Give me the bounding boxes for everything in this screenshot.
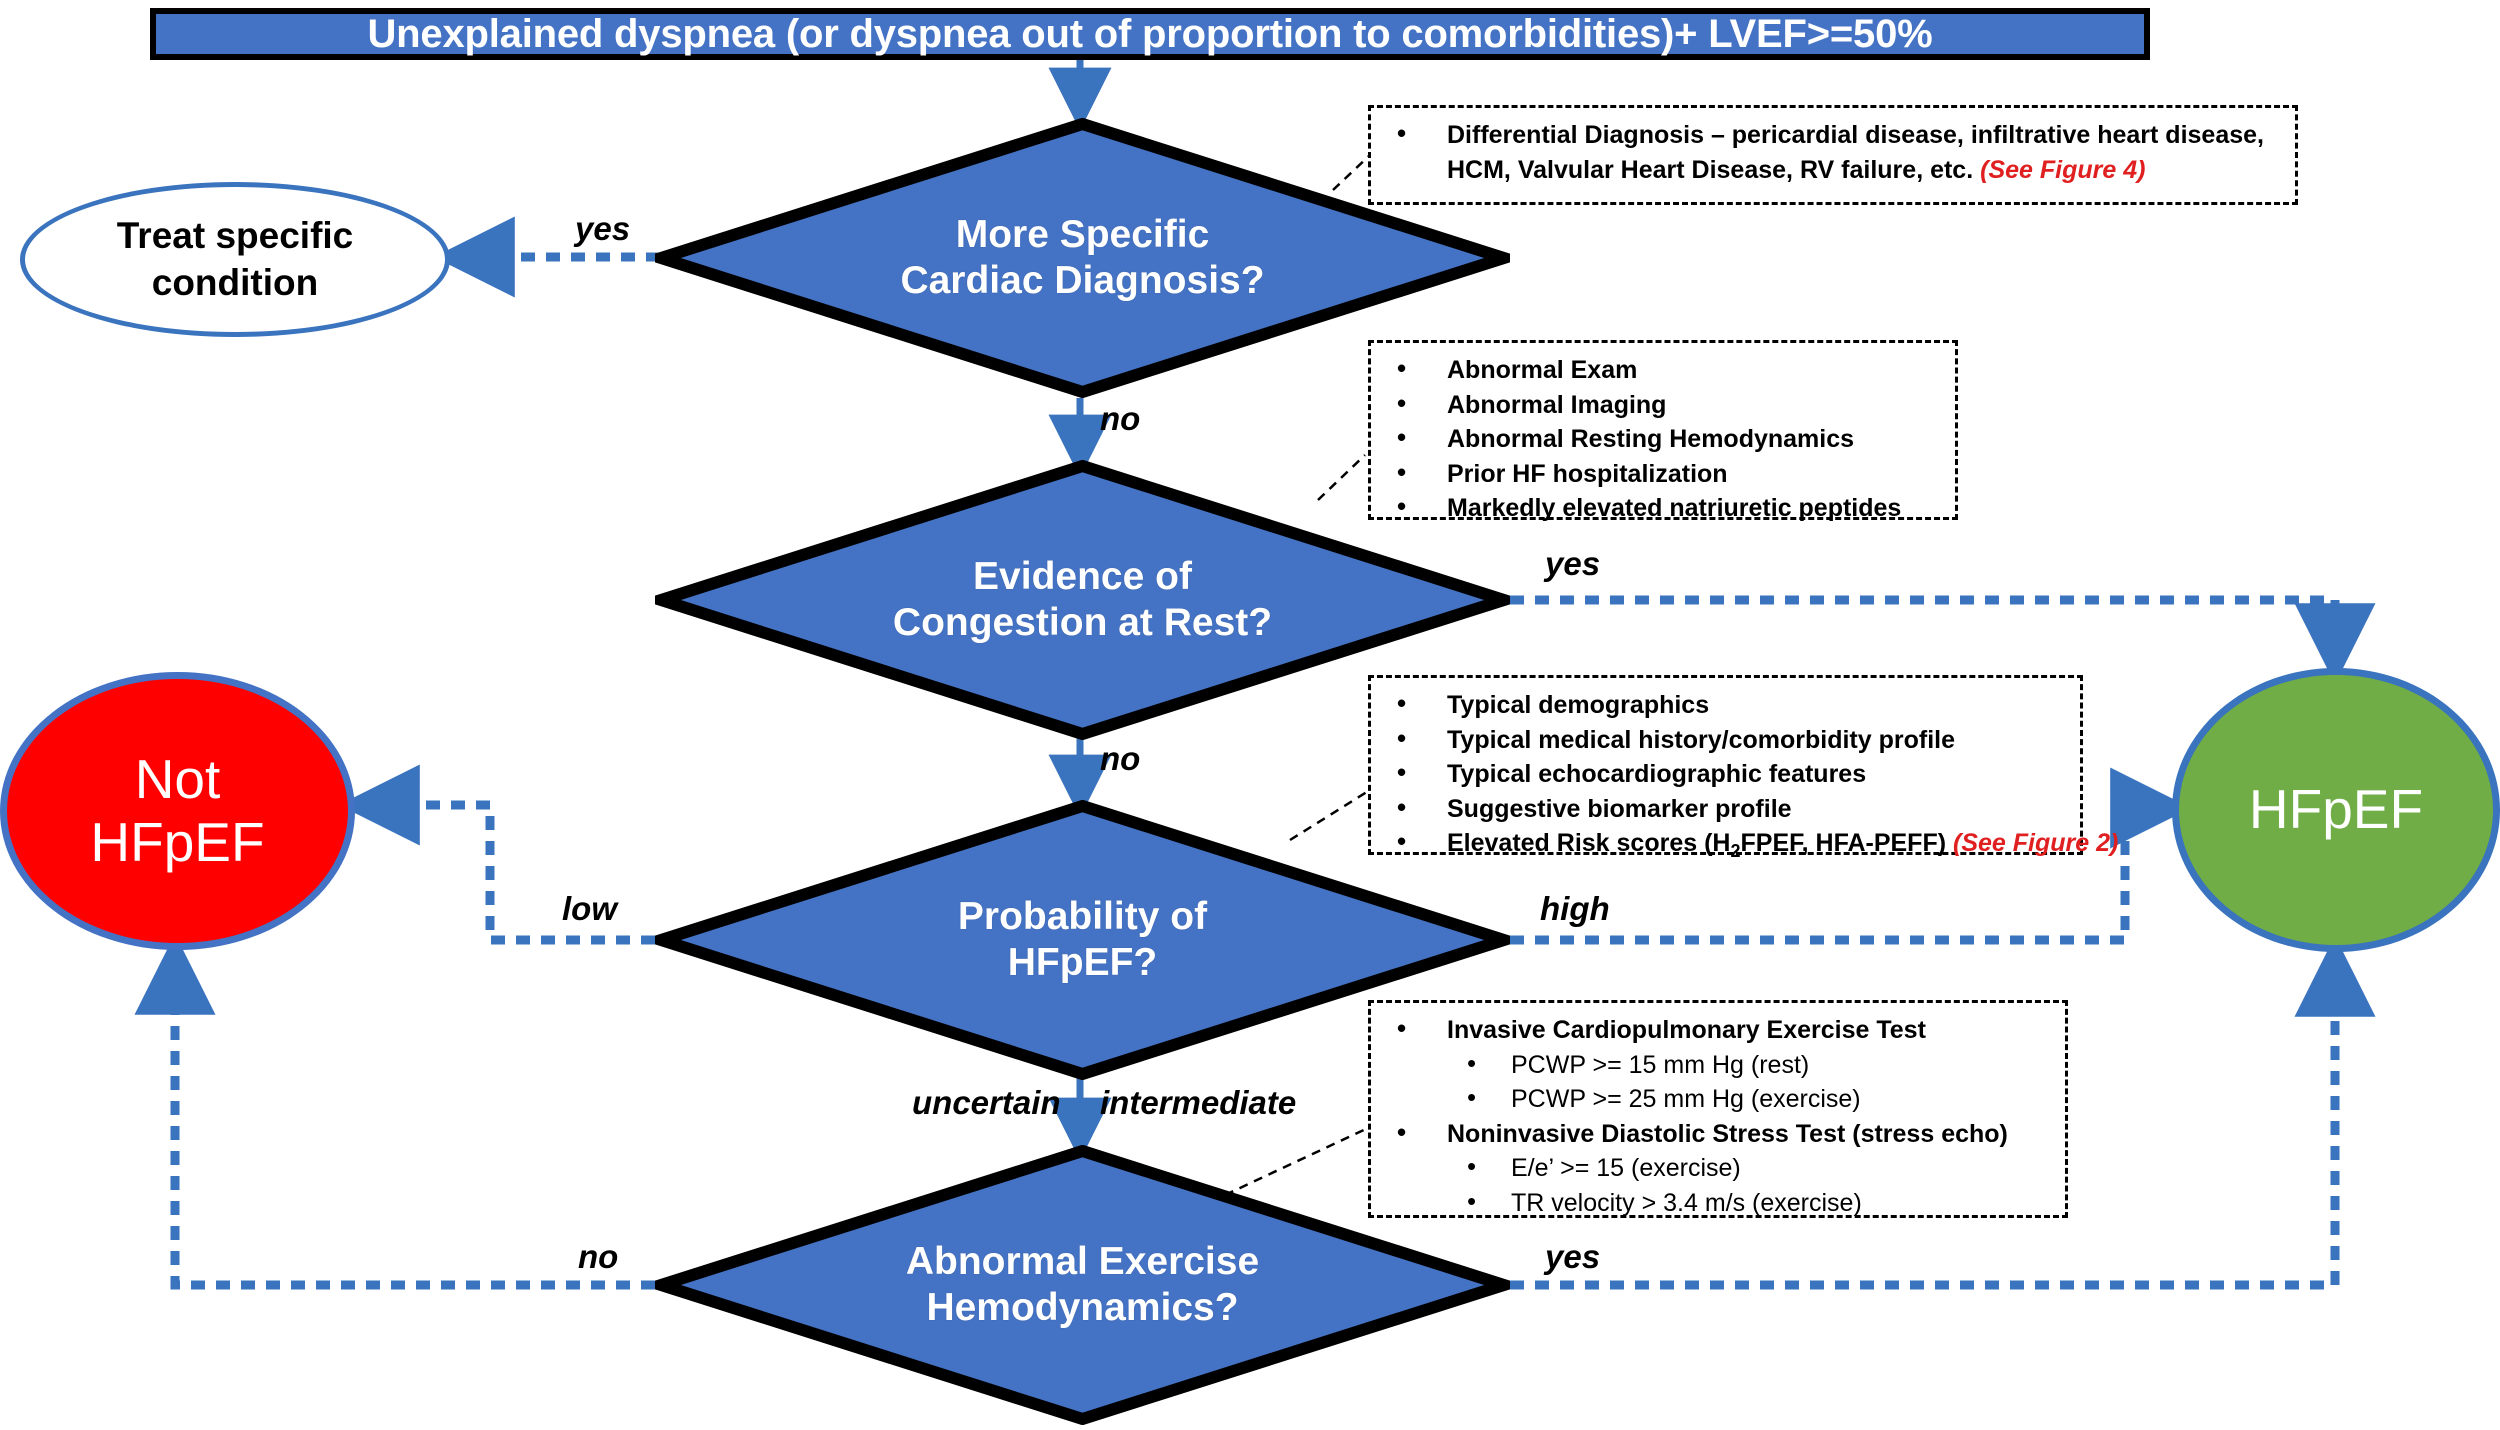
edge-exercise-no-to-not-hfpef	[134, 933, 655, 1290]
see-figure-2-note: (See Figure 2)	[1953, 829, 2119, 857]
decision-label: More Specific Cardiac Diagnosis?	[849, 212, 1316, 304]
callout-item: Abnormal Resting Hemodynamics	[1385, 420, 1941, 457]
callout-item: Markedly elevated natriuretic peptides	[1385, 489, 1941, 526]
terminal-label: HFpEF	[2249, 778, 2423, 841]
edge-label-no-exercise: no	[578, 1238, 619, 1275]
terminal-not-hfpef[interactable]: Not HFpEF	[0, 672, 355, 950]
decision-label: Evidence of Congestion at Rest?	[842, 554, 1324, 646]
terminal-hfpef[interactable]: HFpEF	[2172, 668, 2500, 952]
callout-subitem: TR velocity > 3.4 m/s (exercise)	[1385, 1184, 2051, 1221]
risk-score-suffix: FPEF, HFA-PEFF)	[1740, 829, 1947, 857]
risk-score-subscript: 2	[1730, 841, 1741, 861]
callout-item: Typical echocardiographic features	[1385, 755, 2066, 792]
differential-line-2: HCM, Valvular Heart Disease, RV failure,…	[1447, 155, 1974, 184]
callout-list: Differential Diagnosis – pericardial dis…	[1385, 116, 2281, 187]
callout-item: Typical demographics	[1385, 686, 2066, 723]
diamond-shape	[655, 460, 1510, 740]
terminal-label: Not HFpEF	[90, 748, 264, 875]
hfpef-line-1: HFpEF	[2248, 778, 2424, 841]
terminal-treat-specific-condition[interactable]: Treat specific condition	[20, 182, 450, 337]
decision-label: Abnormal Exercise Hemodynamics?	[855, 1239, 1311, 1331]
page-title-banner: Unexplained dyspnea (or dyspnea out of p…	[150, 8, 2150, 60]
edge-label-yes-exercise: yes	[1545, 1238, 1601, 1275]
not-hfpef-line-1: Not	[134, 747, 221, 810]
edge-label-yes-specific: yes	[575, 210, 631, 247]
diamond-shape	[655, 118, 1510, 398]
edge-label-no-specific: no	[1100, 400, 1141, 437]
decision-line-1: Abnormal Exercise	[905, 1239, 1260, 1283]
callout-item: Abnormal Exam	[1385, 351, 1941, 388]
differential-line-1: Differential Diagnosis – pericardial dis…	[1447, 121, 2264, 149]
callout-item: Suggestive biomarker profile	[1385, 790, 2066, 827]
callout-list: Typical demographics Typical medical his…	[1385, 686, 2118, 864]
decision-line-2: Congestion at Rest?	[892, 601, 1273, 644]
diamond-shape	[655, 1145, 1510, 1425]
edge-label-low-probability: low	[562, 890, 617, 927]
treat-line-2: condition	[151, 261, 319, 303]
edge-congestion-yes-to-hfpef	[1510, 595, 2376, 685]
callout-differential-diagnosis: Differential Diagnosis – pericardial dis…	[1368, 105, 2298, 205]
callout-list: Abnormal Exam Abnormal Imaging Abnormal …	[1385, 351, 1941, 526]
callout-item: Invasive Cardiopulmonary Exercise Test	[1385, 1011, 2051, 1048]
terminal-label: Treat specific condition	[117, 213, 354, 306]
edge-label-uncertain: uncertain	[912, 1084, 1061, 1121]
decision-line-2: Cardiac Diagnosis?	[900, 259, 1265, 302]
edge-label-yes-congestion: yes	[1545, 545, 1601, 582]
callout-probability-features: Typical demographics Typical medical his…	[1368, 675, 2118, 861]
decision-label: Probability of HFpEF?	[907, 894, 1259, 986]
edge-label-intermediate: intermediate	[1100, 1084, 1297, 1121]
decision-line-2: HFpEF?	[1007, 941, 1158, 984]
see-figure-4-note: (See Figure 4)	[1980, 155, 2146, 184]
decision-abnormal-exercise-hemodynamics[interactable]: Abnormal Exercise Hemodynamics?	[655, 1145, 1510, 1425]
edge-label-high-probability: high	[1540, 890, 1610, 927]
callout-item: Prior HF hospitalization	[1385, 455, 1941, 492]
callout-list: Invasive Cardiopulmonary Exercise Test P…	[1385, 1011, 2051, 1221]
decision-line-1: More Specific	[955, 212, 1210, 256]
callout-subitem: PCWP >= 25 mm Hg (exercise)	[1385, 1080, 2051, 1117]
decision-more-specific-cardiac-diagnosis[interactable]: More Specific Cardiac Diagnosis?	[655, 118, 1510, 398]
decision-line-1: Evidence of	[973, 554, 1192, 598]
callout-exercise-testing: Invasive Cardiopulmonary Exercise Test P…	[1368, 1000, 2068, 1221]
decision-line-2: Hemodynamics?	[926, 1286, 1239, 1329]
callout-item: Noninvasive Diastolic Stress Test (stres…	[1385, 1115, 2051, 1152]
banner-text: Unexplained dyspnea (or dyspnea out of p…	[367, 12, 1933, 56]
callout-subitem: E/e’ >= 15 (exercise)	[1385, 1149, 2051, 1186]
diamond-shape	[655, 800, 1510, 1080]
callout-congestion-evidence: Abnormal Exam Abnormal Imaging Abnormal …	[1368, 340, 1958, 524]
callout-item-risk-scores: Elevated Risk scores (H2FPEF, HFA-PEFF) …	[1385, 824, 2118, 864]
callout-item: Typical medical history/comorbidity prof…	[1385, 721, 2066, 758]
edge-label-no-congestion: no	[1100, 740, 1141, 777]
treat-line-1: Treat specific	[116, 215, 354, 257]
decision-evidence-of-congestion-at-rest[interactable]: Evidence of Congestion at Rest?	[655, 460, 1510, 740]
risk-score-prefix: Elevated Risk scores (H	[1447, 829, 1731, 857]
decision-line-1: Probability of	[957, 894, 1208, 938]
callout-item: Abnormal Imaging	[1385, 386, 1941, 423]
callout-item: Differential Diagnosis – pericardial dis…	[1385, 116, 2281, 187]
decision-probability-of-hfpef[interactable]: Probability of HFpEF?	[655, 800, 1510, 1080]
not-hfpef-line-2: HFpEF	[90, 811, 265, 873]
callout-subitem: PCWP >= 15 mm Hg (rest)	[1385, 1046, 2051, 1083]
